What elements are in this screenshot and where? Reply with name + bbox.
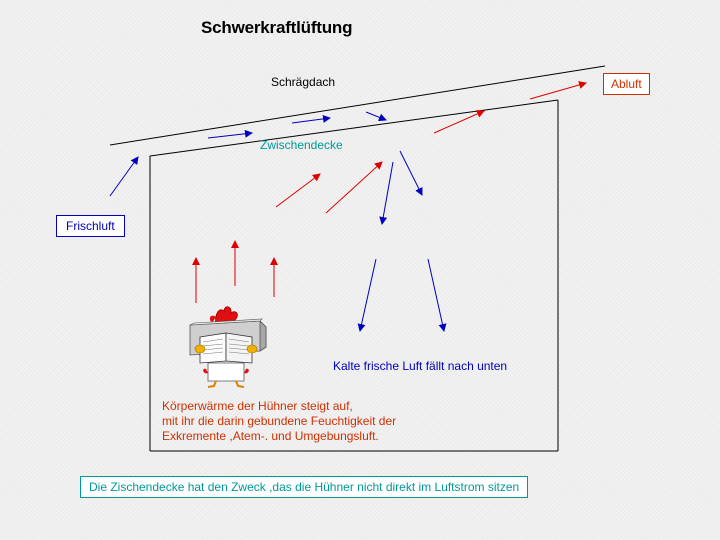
body-heat-line-2: mit ihr die darin gebundene Feuchtigkeit…	[162, 414, 397, 428]
fresh-air-channel-arrow-2	[291, 114, 331, 124]
roof-line	[109, 65, 606, 146]
cold-air-down-arrow-4	[427, 258, 447, 332]
fresh-air-label: Frischluft	[56, 215, 125, 237]
fresh-air-channel-arrow-1	[207, 129, 253, 139]
cold-air-down-arrow-1	[399, 150, 423, 196]
warm-air-rising-arrow-1	[275, 173, 321, 208]
body-heat-description: Körperwärme der Hühner steigt auf, mit i…	[162, 399, 396, 444]
roof-label: Schrägdach	[271, 75, 336, 89]
fresh-air-inlet-arrow	[109, 156, 139, 197]
purpose-note: Die Zischendecke hat den Zweck ,das die …	[80, 476, 529, 498]
exhaust-arrow-2	[529, 81, 587, 100]
exhaust-air-label: Abluft	[603, 73, 650, 95]
diagram-title: Schwerkraftlüftung	[201, 18, 353, 37]
chicken-reading-newspaper-icon	[189, 306, 267, 388]
cold-air-arrows	[109, 111, 447, 332]
cold-air-label: Kalte frische Luft fällt nach unten	[333, 359, 508, 373]
cold-air-down-arrow-3	[357, 258, 377, 332]
exhaust-arrow-1	[433, 110, 485, 134]
warm-air-rising-arrow-2	[325, 161, 383, 214]
building-structure	[109, 65, 606, 452]
body-heat-line-3: Exkremente ,Atem-. und Umgebungsluft.	[162, 429, 379, 443]
cold-air-down-arrow-2	[379, 161, 394, 225]
warm-air-arrows	[192, 81, 587, 303]
fresh-air-channel-arrow-3	[365, 111, 387, 122]
intermediate-ceiling-line	[149, 99, 559, 157]
body-heat-line-1: Körperwärme der Hühner steigt auf,	[162, 399, 353, 413]
intermediate-ceiling-label: Zwischendecke	[260, 138, 343, 152]
